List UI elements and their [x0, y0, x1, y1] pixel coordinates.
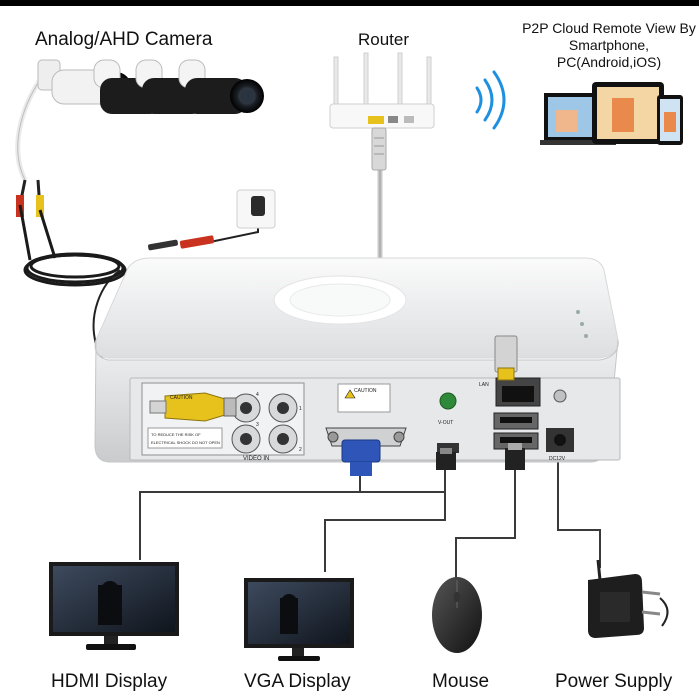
usb-plug	[505, 443, 525, 470]
router-icon	[329, 52, 435, 171]
cable-coil	[18, 204, 127, 287]
vga-monitor-icon	[244, 578, 354, 661]
monitor-icon	[49, 562, 179, 650]
vga-display-label: VGA Display	[244, 671, 351, 692]
caution-text: CAUTION	[354, 388, 377, 394]
dc-plug	[148, 235, 215, 251]
port-3-text: 3	[256, 422, 259, 428]
top-border	[0, 0, 699, 6]
bnc-port-4	[231, 393, 261, 423]
bnc-connector	[149, 392, 237, 422]
bnc-port-1	[268, 393, 298, 423]
camera-icon	[37, 59, 264, 114]
bnc-port-3	[231, 424, 261, 454]
port-2-text: 2	[299, 447, 302, 453]
wall-socket-icon	[236, 189, 276, 229]
tablet-icon	[592, 82, 664, 144]
mouse-icon	[432, 577, 482, 653]
svg-text:TO REDUCE THE RISK OF: TO REDUCE THE RISK OF	[151, 432, 201, 437]
bnc-port-2	[268, 424, 298, 454]
wifi-icon	[475, 70, 506, 130]
svg-text:ELECTRICAL SHOCK DO NOT OPEN: ELECTRICAL SHOCK DO NOT OPEN	[151, 440, 220, 445]
port-4-text: 4	[256, 392, 259, 398]
lan-plug	[494, 335, 518, 381]
dc-text: DC12V	[549, 456, 566, 462]
router-label: Router	[358, 30, 410, 49]
mouse-label: Mouse	[432, 671, 490, 692]
video-in-text: VIDEO IN	[243, 456, 269, 462]
power-supply-label: Power Supply	[555, 671, 673, 692]
vout-text: V-OUT	[438, 420, 453, 426]
vga-connector	[341, 439, 381, 476]
port-1-text: 1	[299, 406, 302, 412]
phone-icon	[657, 95, 683, 145]
caution-text-2: CAUTION	[170, 395, 193, 401]
lan-text: LAN	[479, 382, 489, 388]
hdmi-display-label: HDMI Display	[51, 671, 168, 692]
dvr-icon: TO REDUCE THE RISK OF ELECTRICAL SHOCK D…	[94, 257, 621, 463]
power-adapter-icon	[588, 559, 669, 638]
p2p-label: P2P Cloud Remote View By Smartphone, PC(…	[522, 20, 696, 70]
hdmi-plug	[436, 448, 456, 470]
camera-label: Analog/AHD Camera	[35, 29, 213, 50]
